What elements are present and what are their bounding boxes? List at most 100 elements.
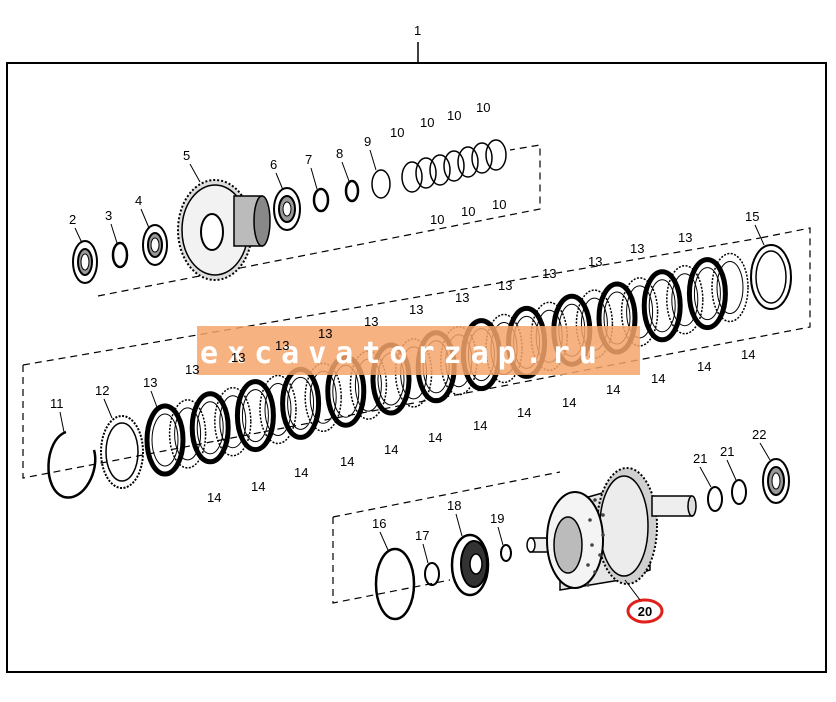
part-label-14: 14 <box>606 382 620 397</box>
bearing-part <box>142 224 168 266</box>
steel-disc <box>214 386 252 457</box>
disc-inner-edge <box>693 267 721 321</box>
part-label-9: 9 <box>364 134 371 149</box>
snap-ring-part <box>707 486 723 512</box>
disc-inner-edge <box>219 395 247 449</box>
part-label-21: 21 <box>693 451 707 466</box>
friction-disc <box>641 269 683 343</box>
o-ring-part <box>374 547 416 621</box>
part-label-11: 11 <box>50 396 64 411</box>
friction-disc <box>189 391 231 465</box>
steel-disc <box>304 362 342 433</box>
steel-disc <box>666 264 704 335</box>
disc-inner-edge <box>196 401 224 455</box>
part-label-10: 10 <box>492 197 506 212</box>
leader-lines <box>59 149 771 564</box>
steel-disc <box>168 399 207 469</box>
steel-disc <box>620 277 659 347</box>
part-label-1: 1 <box>414 23 421 38</box>
part-label-10: 10 <box>476 100 490 115</box>
group-outline-bottom <box>332 517 451 604</box>
part-label-13: 13 <box>455 290 469 305</box>
steel-disc <box>711 252 749 323</box>
part-label-8: 8 <box>336 146 343 161</box>
part-label-13: 13 <box>364 314 378 329</box>
disc-inner-edge <box>716 261 744 314</box>
piston-part <box>450 533 490 597</box>
part-label-2: 2 <box>69 212 76 227</box>
snap-ring-part <box>424 562 440 586</box>
diagram-frame <box>6 62 827 673</box>
part-label-14: 14 <box>340 454 354 469</box>
gear-part <box>177 179 271 281</box>
part-label-14: 14 <box>697 359 711 374</box>
part-label-10: 10 <box>420 115 434 130</box>
part-label-5: 5 <box>183 148 190 163</box>
friction-disc <box>234 379 276 453</box>
part-label-18: 18 <box>447 498 461 513</box>
part-label-14: 14 <box>651 371 665 386</box>
part-label-13: 13 <box>185 362 199 377</box>
snap-ring-part <box>312 187 330 213</box>
part-label-14: 14 <box>562 395 576 410</box>
highlight-circle <box>626 598 664 624</box>
part-label-12: 12 <box>95 383 109 398</box>
group-outline-middle <box>22 227 811 479</box>
part-label-14: 14 <box>473 418 487 433</box>
disc-inner-edge <box>648 279 676 333</box>
part-label-14: 14 <box>517 405 531 420</box>
bearing-part <box>273 187 301 231</box>
group-outline-middle-top <box>22 237 761 366</box>
part-label-13: 13 <box>630 241 644 256</box>
part-label-15: 15 <box>745 209 759 224</box>
part-label-13: 13 <box>275 338 289 353</box>
disc-inner-edge <box>174 407 202 461</box>
part-label-16: 16 <box>372 516 386 531</box>
disc-inner-edge <box>671 273 699 327</box>
part-label-14: 14 <box>741 347 755 362</box>
pressure-plate-part <box>100 415 144 489</box>
disc-inner-edge <box>151 413 179 467</box>
steel-disc <box>575 289 614 359</box>
clutch-disc-stack-top <box>401 139 507 193</box>
snap-ring-part <box>750 244 792 310</box>
part-label-14: 14 <box>251 479 265 494</box>
part-label-10: 10 <box>447 108 461 123</box>
disc-inner-edge <box>264 383 292 436</box>
snap-ring-part <box>47 430 97 499</box>
highlight-label: 20 <box>638 604 652 619</box>
part-label-10: 10 <box>461 204 475 219</box>
steel-disc <box>349 350 388 420</box>
bearing-part <box>762 458 790 504</box>
watermark-text: excavatorzap.ru <box>200 336 606 371</box>
group-outline-bottom-top <box>332 471 561 518</box>
part-label-14: 14 <box>294 465 308 480</box>
part-label-3: 3 <box>105 208 112 223</box>
part-label-14: 14 <box>428 430 442 445</box>
part-label-21: 21 <box>720 444 734 459</box>
disc-inner-edge <box>241 389 269 443</box>
snap-ring-part <box>500 544 512 562</box>
part-label-4: 4 <box>135 193 142 208</box>
part-label-13: 13 <box>143 375 157 390</box>
steel-disc <box>259 374 297 445</box>
highlight-leader <box>624 579 641 601</box>
bearing-part <box>72 240 98 284</box>
part-label-19: 19 <box>490 511 504 526</box>
snap-ring-part <box>111 241 129 269</box>
part-label-13: 13 <box>318 326 332 341</box>
part-label-13: 13 <box>231 350 245 365</box>
friction-disc <box>686 257 728 331</box>
clutch-housing-shaft-part <box>526 467 697 591</box>
part-labels: 1 2 3 4 5 6 7 8 9 10 10 10 10 10 10 10 1… <box>50 23 766 543</box>
friction-disc <box>144 403 186 477</box>
washer-part <box>371 169 391 199</box>
part-label-14: 14 <box>207 490 221 505</box>
part-label-14: 14 <box>384 442 398 457</box>
part-label-13: 13 <box>498 278 512 293</box>
part-label-6: 6 <box>270 157 277 172</box>
part-label-13: 13 <box>542 266 556 281</box>
part-label-10: 10 <box>430 212 444 227</box>
watermark-band <box>197 326 640 375</box>
